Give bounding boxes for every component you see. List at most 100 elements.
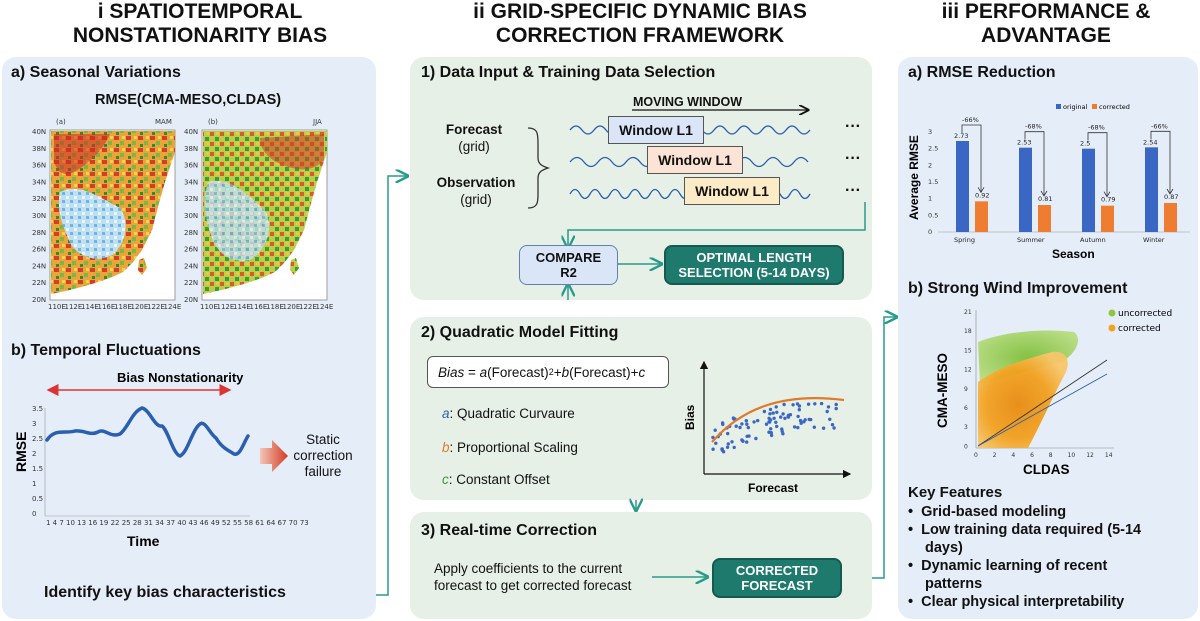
map-lon-tick: 112E [65, 303, 83, 311]
observation-label: Observation (grid) [436, 175, 516, 207]
legend-uncorrected-label: uncorrected [1118, 309, 1172, 319]
wind-xtick: 2 [993, 452, 997, 459]
dots-row-1: ··· [845, 118, 861, 135]
optimal-length-box: OPTIMAL LENGTH SELECTION (5-14 DAYS) [664, 245, 844, 285]
key-features-title: Key Features [908, 484, 1003, 501]
data-input-title: 1) Data Input & Training Data Selection [421, 64, 716, 81]
map-lat-tick: 22N [32, 279, 46, 287]
map-lon-tick: 124E [316, 303, 334, 311]
map-lon-tick: 120E [131, 303, 149, 311]
reduction-arrowhead [977, 187, 985, 194]
fit-point [774, 420, 778, 424]
fit-point [796, 425, 800, 430]
bar-ytick: 2.5 [928, 145, 938, 153]
map-lon-tick: 116E [250, 303, 268, 311]
bar-ytick: 0 [928, 228, 932, 236]
map-lon-tick: 112E [217, 303, 235, 311]
legend-original-swatch [1056, 104, 1061, 109]
fit-point [726, 431, 730, 436]
map-lat-tick: 26N [32, 246, 46, 254]
fit-point [711, 435, 715, 440]
bar-ytick: 1.5 [928, 178, 938, 186]
reduction-bracket [961, 124, 982, 192]
map-lat-tick: 36N [184, 162, 198, 170]
bar-original-value: 2.54 [1143, 138, 1157, 146]
fit-point [825, 409, 829, 414]
map-lat-tick: 34N [184, 178, 198, 186]
bar-ytick: 1 [928, 195, 932, 203]
rmse-time-series [45, 406, 250, 458]
bar-category: Autumn [1080, 236, 1106, 244]
fit-point [768, 407, 773, 412]
map-lat-tick: 20N [32, 296, 46, 304]
fit-point [813, 402, 817, 406]
map-lon-tick: 118E [266, 303, 284, 311]
wind-fit-line-2 [977, 373, 1108, 447]
rmse-chart-yticks: 3.532.521.510.50 [32, 405, 43, 518]
fit-point [745, 440, 749, 444]
fit-point [796, 414, 800, 419]
rmse-ytick: 2 [32, 450, 36, 458]
fit-point [752, 420, 756, 424]
key-feature-2: • Low training data required (5-14 days) [908, 522, 1142, 556]
bar-original [1145, 147, 1158, 232]
fit-point [769, 427, 773, 431]
fit-point [721, 422, 725, 427]
map-lat-tick: 26N [184, 246, 198, 254]
fit-point [745, 434, 749, 438]
map-lat-tick: 28N [32, 229, 46, 237]
fit-point [746, 425, 750, 430]
map-a-season: MAM [155, 118, 172, 126]
bar-corrected-value: 0.87 [1164, 193, 1178, 201]
fit-point [767, 416, 771, 420]
fit-point [828, 417, 832, 421]
bias-nonstationarity-label: Bias Nonstationarity [117, 370, 244, 385]
map-a-red-region [54, 134, 110, 175]
wind-xtick: 4 [1011, 452, 1015, 459]
bar-category: Summer [1017, 236, 1045, 244]
map-b-cool-region [205, 180, 270, 261]
fit-point [783, 416, 787, 420]
grouping-brace [527, 127, 551, 209]
rmse-chart-xlabel: Time [127, 533, 160, 549]
fit-point [786, 415, 791, 419]
fit-point [832, 426, 836, 430]
fit-point [774, 405, 778, 409]
fit-point [726, 442, 730, 446]
fit-points [711, 401, 838, 454]
wind-xtick: 10 [1068, 452, 1076, 459]
wind-fit-line-1 [977, 359, 1108, 447]
fit-point [720, 447, 724, 451]
key-feature-3: • Dynamic learning of recent patterns [908, 558, 1108, 592]
rmse-reduction-title: a) RMSE Reduction [908, 64, 1056, 81]
wind-ytick: 12 [964, 367, 972, 374]
bar-category: Spring [954, 236, 975, 244]
rmse-ytick: 2.5 [32, 435, 43, 443]
column-header-performance: iii PERFORMANCE & ADVANTAGE [941, 0, 1151, 47]
bar-corrected [975, 201, 988, 232]
fit-point [834, 402, 838, 407]
legend-original-label: original [1063, 103, 1087, 111]
temporal-fluctuations-title: b) Temporal Fluctuations [11, 342, 201, 359]
fit-point [731, 416, 736, 420]
fit-point [803, 418, 807, 422]
rmse-ytick: 1 [32, 480, 36, 488]
fit-point [738, 425, 742, 430]
bar-original [956, 141, 969, 232]
legend-b: b: Proportional Scaling [442, 440, 578, 455]
rmse-ytick: 0.5 [32, 495, 43, 503]
wind-xlabel: CLDAS [1023, 462, 1070, 477]
map-lon-tick: 110E [200, 303, 218, 311]
fit-point [771, 411, 775, 415]
fit-point [768, 412, 772, 416]
reduction-label: -66% [1151, 122, 1168, 130]
static-failure-arrow [260, 440, 288, 472]
fit-point [769, 431, 773, 435]
map-lat-tick: 34N [32, 178, 46, 186]
fit-point [834, 406, 838, 411]
bar-original [1019, 147, 1032, 232]
rmse-chart-xticks: 1 4 7 10 13 16 19 22 25 28 31 34 37 40 4… [46, 519, 309, 527]
